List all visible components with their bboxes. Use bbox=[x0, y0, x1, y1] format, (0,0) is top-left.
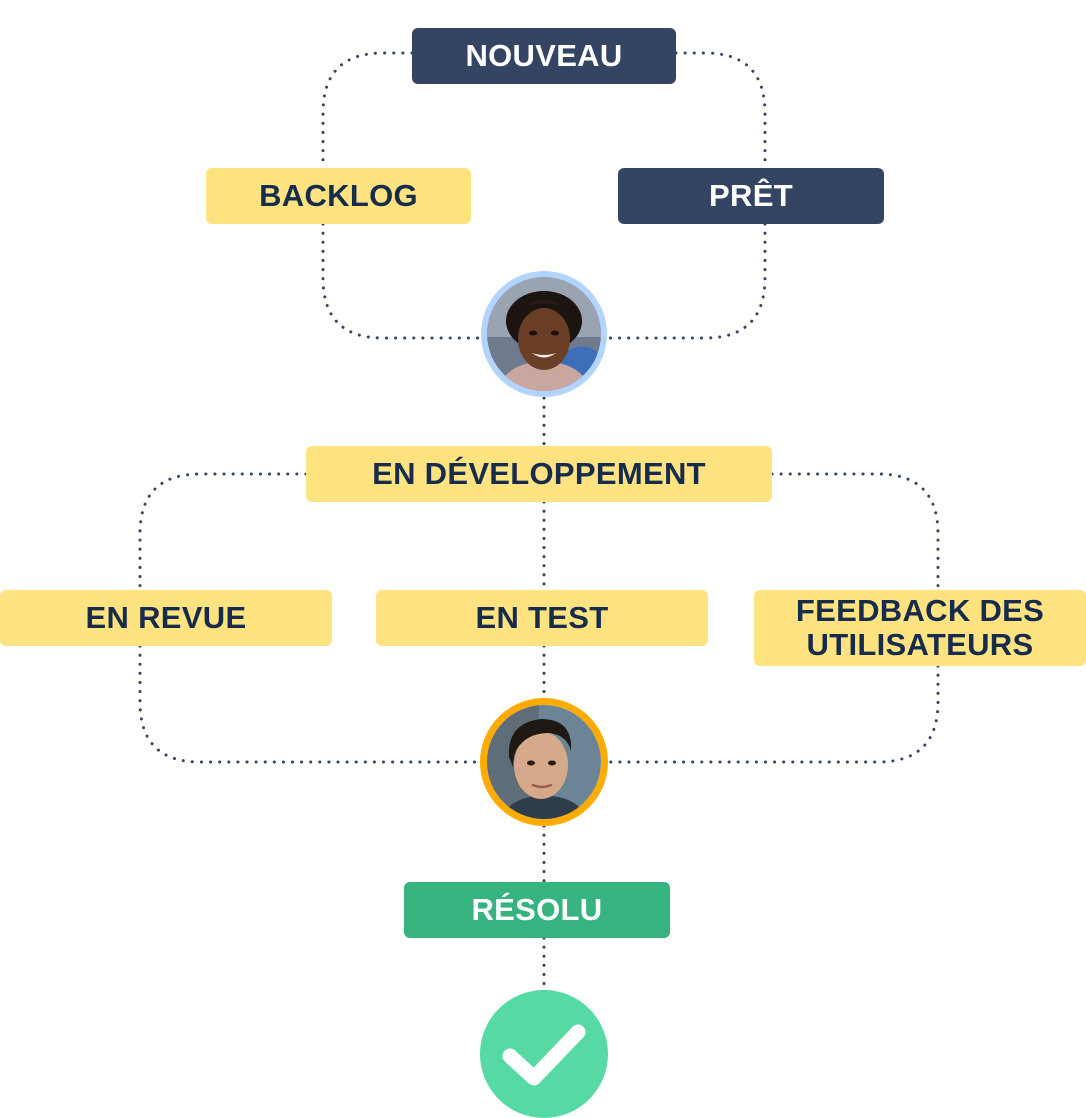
connector-nouveau-backlog bbox=[321, 51, 414, 170]
status-label-line-1: FEEDBACK DES bbox=[795, 593, 1045, 628]
connector-revue-avatar bbox=[138, 644, 484, 764]
status-en-test: EN TEST bbox=[376, 590, 708, 646]
status-label: EN DÉVELOPPEMENT bbox=[372, 456, 706, 491]
status-resolu: RÉSOLU bbox=[404, 882, 670, 938]
status-backlog: BACKLOG bbox=[206, 168, 471, 224]
woman-avatar bbox=[481, 271, 607, 397]
status-label: NOUVEAU bbox=[465, 38, 623, 73]
status-nouveau: NOUVEAU bbox=[412, 28, 676, 84]
connector-dev-revue bbox=[138, 472, 308, 592]
status-en-developpement: EN DÉVELOPPEMENT bbox=[306, 446, 772, 502]
status-label: EN REVUE bbox=[85, 600, 247, 635]
status-label: EN TEST bbox=[475, 600, 609, 635]
status-label: RÉSOLU bbox=[471, 892, 603, 927]
status-feedback-des-utilisateurs: FEEDBACK DES UTILISATEURS bbox=[754, 590, 1086, 666]
man-face-image bbox=[487, 705, 601, 819]
completion-badge bbox=[480, 990, 608, 1118]
check-icon bbox=[502, 1024, 586, 1086]
connector-dev-feedback bbox=[770, 472, 940, 592]
connector-pret-avatar bbox=[604, 222, 767, 340]
status-label: PRÊT bbox=[709, 178, 793, 213]
status-label-line-2: UTILISATEURS bbox=[806, 627, 1034, 662]
status-label: BACKLOG bbox=[259, 178, 418, 213]
status-en-revue: EN REVUE bbox=[0, 590, 332, 646]
connector-nouveau-pret bbox=[674, 51, 767, 170]
man-avatar bbox=[480, 698, 608, 826]
woman-face-image bbox=[487, 277, 601, 391]
connector-backlog-avatar bbox=[321, 222, 486, 340]
status-pret: PRÊT bbox=[618, 168, 884, 224]
connector-feedback-avatar bbox=[604, 664, 940, 764]
